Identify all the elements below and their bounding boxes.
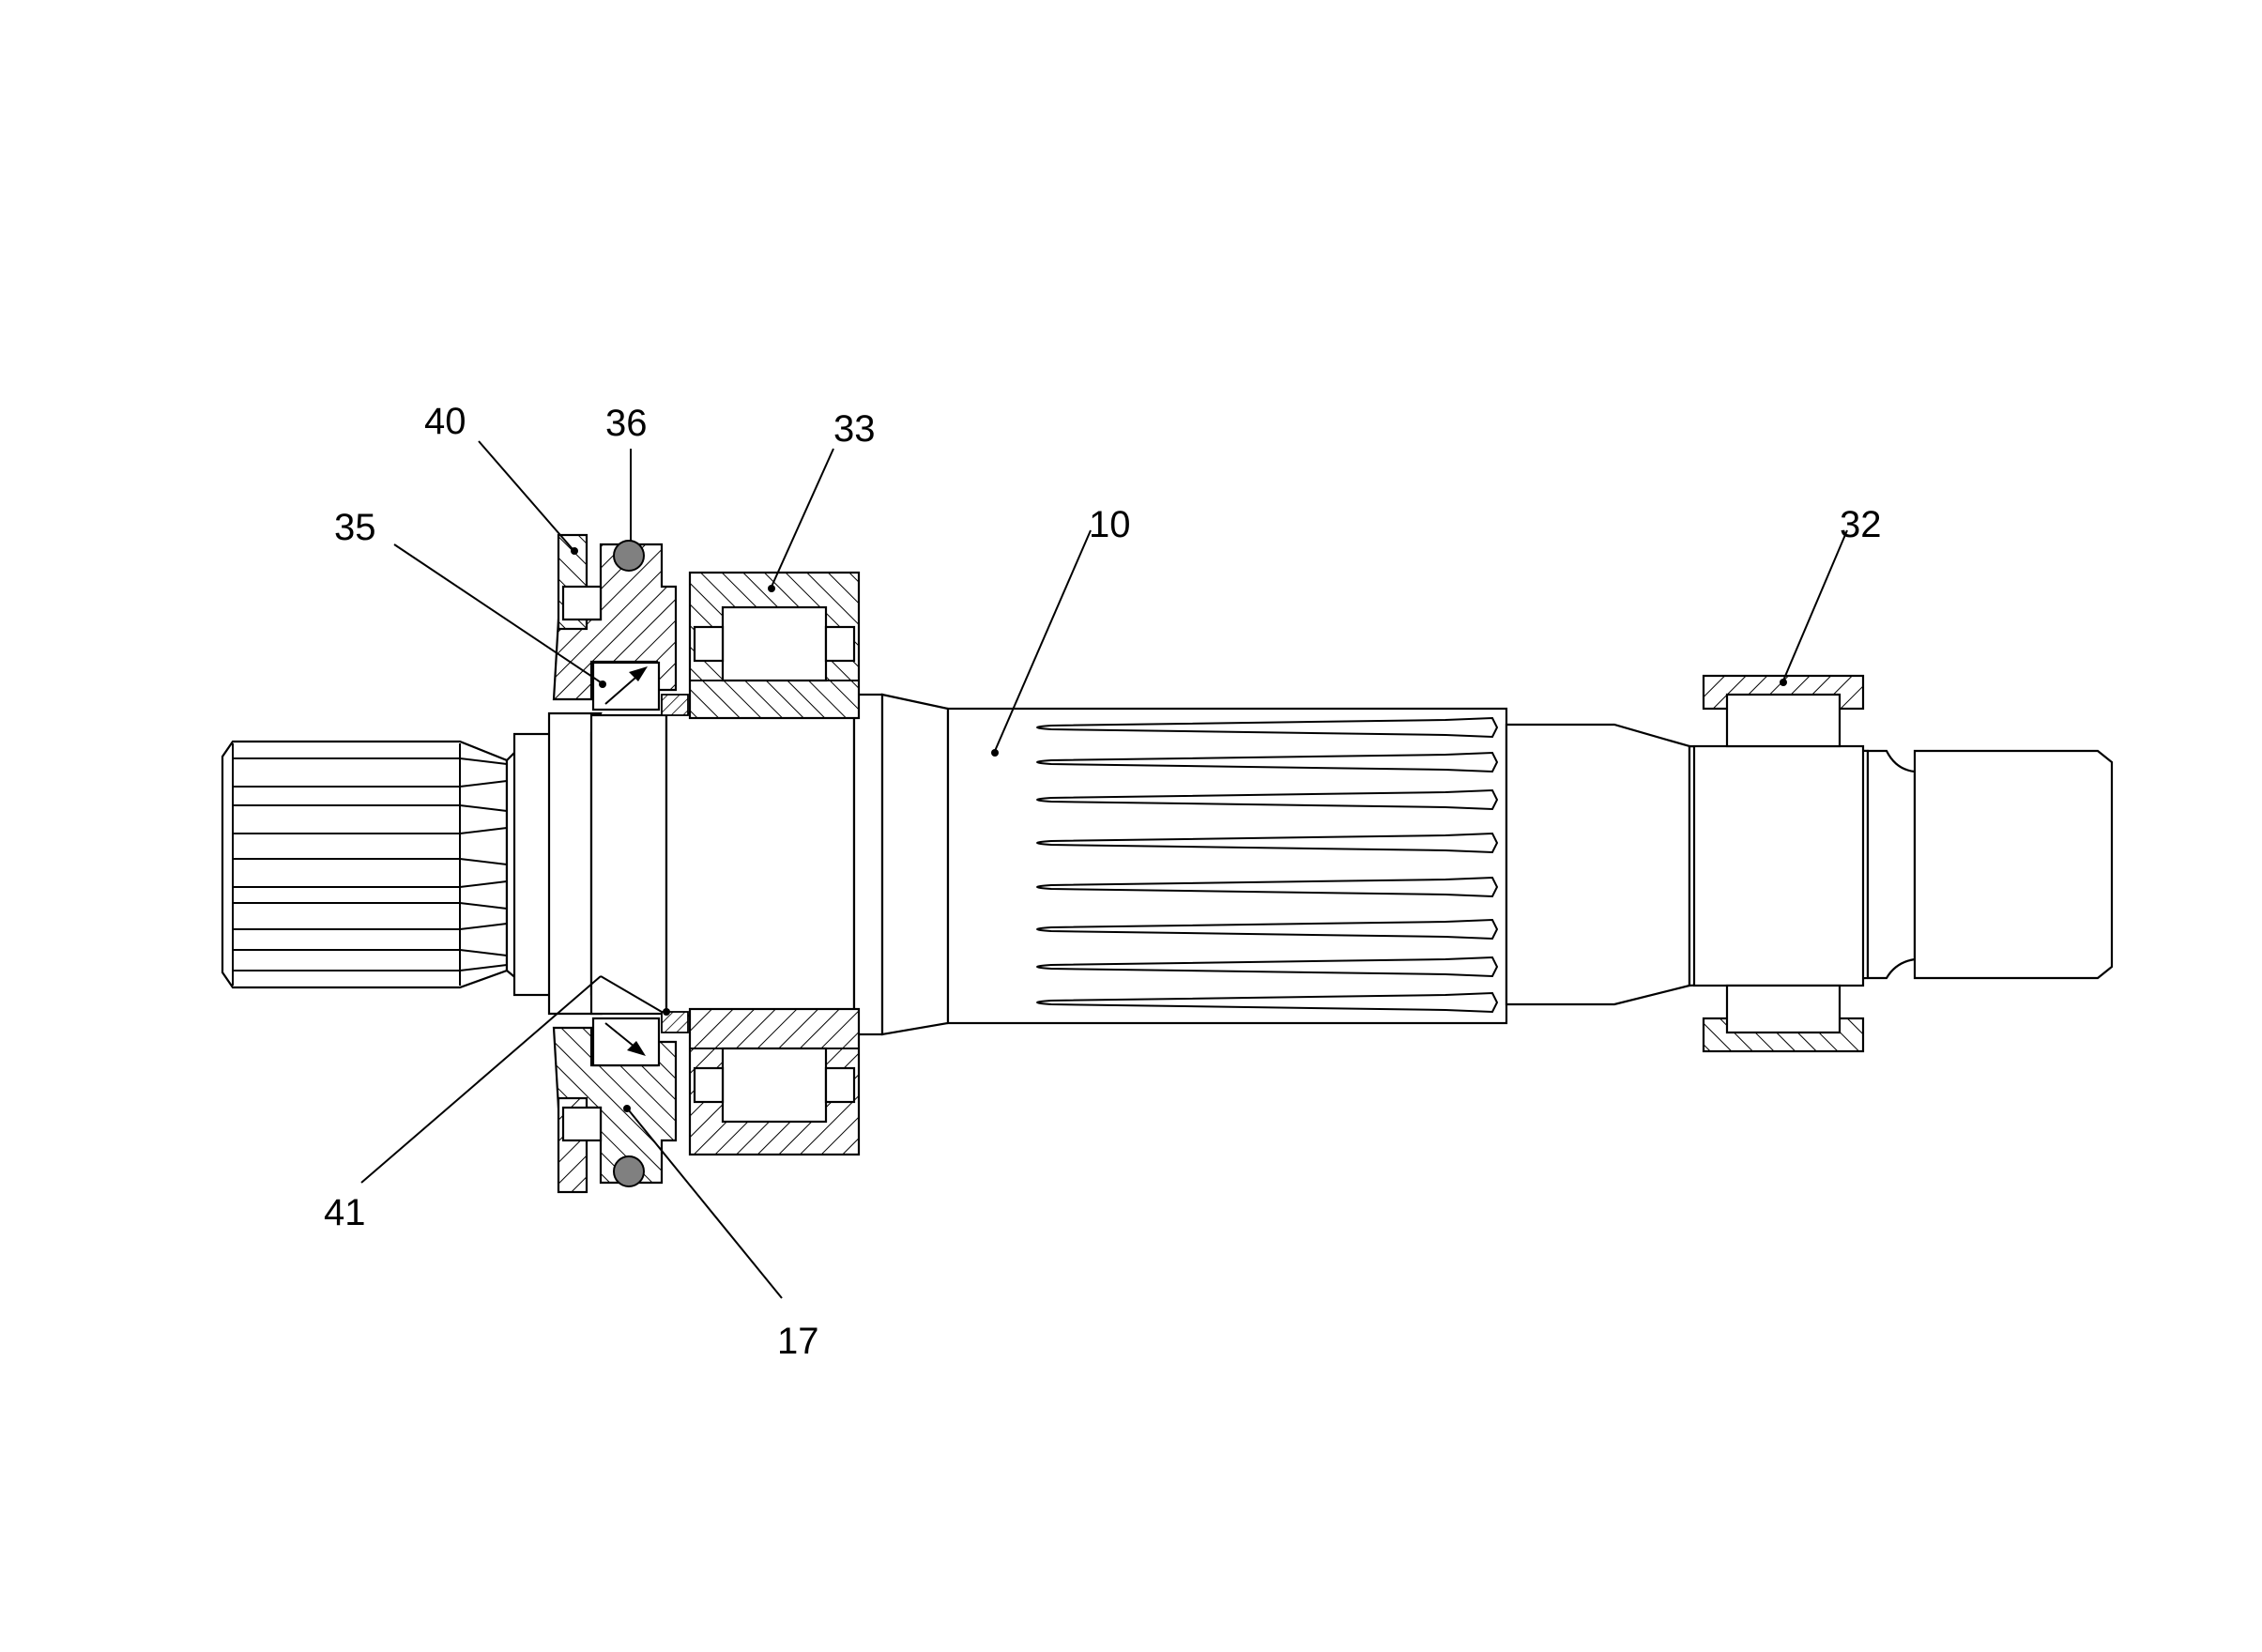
spline-tooth-chamfer — [459, 964, 508, 971]
spline-groove — [1036, 956, 1499, 978]
spline-groove — [1036, 991, 1499, 1014]
leader-10 — [991, 529, 1092, 757]
label-40: 40 — [424, 401, 466, 442]
leader-32 — [1780, 529, 1848, 686]
seal-36 — [613, 540, 645, 1187]
label-35: 35 — [334, 507, 376, 548]
spacer-ring — [661, 694, 689, 1033]
bearing-32 — [1702, 674, 1865, 1053]
spline-tooth-chamfer — [459, 949, 508, 956]
bearing-33 — [688, 571, 861, 1156]
label-41: 41 — [324, 1192, 366, 1233]
housing-17 — [552, 543, 678, 1185]
label-33: 33 — [833, 408, 876, 450]
spline-tooth-chamfer — [459, 880, 508, 888]
spline-tooth-chamfer — [459, 780, 508, 788]
spline-tooth-chamfer — [459, 757, 508, 765]
leader-17 — [623, 1105, 783, 1299]
leader-35 — [393, 543, 606, 688]
leader-33 — [768, 448, 834, 592]
left-spline-stub — [221, 732, 556, 997]
leader-41 — [360, 975, 670, 1184]
spline-groove — [1036, 716, 1499, 739]
spline-tooth-chamfer — [459, 804, 508, 812]
leader-40 — [478, 440, 578, 555]
spline-tooth-chamfer — [459, 827, 508, 834]
label-36: 36 — [605, 403, 648, 444]
spline-tooth-chamfer — [459, 858, 508, 865]
reference-labels: 40 36 33 35 10 32 41 17 — [324, 401, 1882, 1362]
spline-groove — [1036, 832, 1499, 854]
sensor-35 — [591, 661, 661, 711]
spline-groove — [1036, 751, 1499, 773]
spline-groove — [1036, 788, 1499, 811]
spline-tooth-chamfer — [459, 923, 508, 930]
label-10: 10 — [1089, 504, 1131, 545]
label-32: 32 — [1840, 504, 1882, 545]
sensor-41 — [591, 1017, 661, 1067]
spline-tooth-chamfer — [459, 902, 508, 910]
shaft-body — [547, 693, 2114, 1036]
spline-groove — [1036, 918, 1499, 941]
label-17: 17 — [777, 1321, 819, 1362]
leader-lines — [360, 440, 1848, 1299]
spline-groove — [1036, 876, 1499, 898]
